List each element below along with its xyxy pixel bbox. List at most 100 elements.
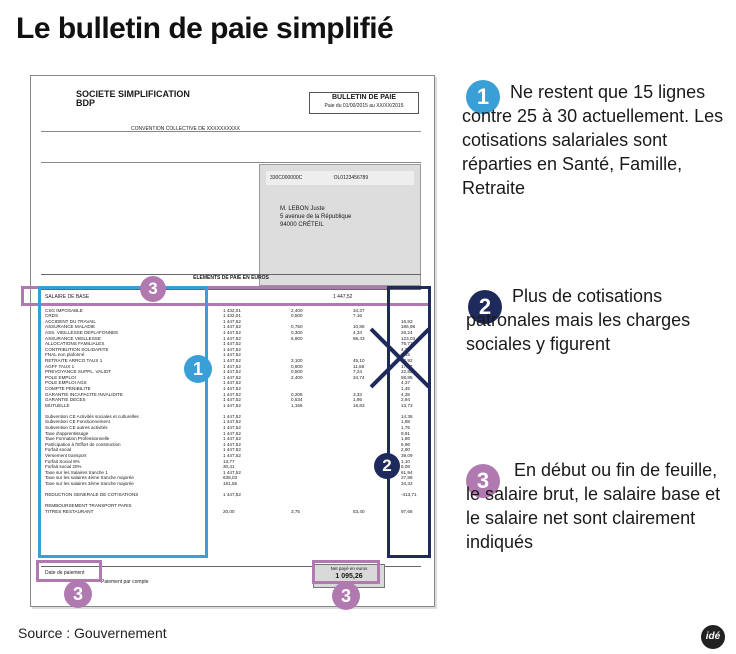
row-patronal: 6,96 xyxy=(401,441,410,447)
row-patronal: 22,85 xyxy=(401,369,413,375)
row-patronal: 14,36 xyxy=(401,413,413,419)
page-title: Le bulletin de paie simplifié xyxy=(16,12,394,45)
row-salarial: 45,10 xyxy=(353,357,365,363)
row-base: 1 447,52 xyxy=(223,346,241,352)
row-salarial: 7,24 xyxy=(353,369,362,375)
address-ref-bar: 330C000000C OL0123456789 xyxy=(266,171,414,185)
row-base: 1 447,52 xyxy=(223,335,241,341)
row-base: 1 447,52 xyxy=(223,430,241,436)
row-base: 13,77 xyxy=(223,458,235,464)
row-patronal: 16,93 xyxy=(401,318,413,324)
row-base: 1 447,52 xyxy=(223,397,241,403)
row-base: 1 447,52 xyxy=(223,385,241,391)
row-label: COMPTE PENIBILITE xyxy=(45,385,91,391)
row-label: POLE EMPLOI AGS xyxy=(45,380,87,386)
row-base: 1 432,01 xyxy=(223,307,241,313)
payslip-document: SOCIETE SIMPLIFICATION BDP BULLETIN DE P… xyxy=(30,75,435,607)
row-patronal: 2,90 xyxy=(401,447,410,453)
table-row: Participation à l'Effort de construction… xyxy=(43,442,419,448)
row-label: ASSURANCE VIEILLESSE xyxy=(45,335,101,341)
row-label: TITRES RESTAURANT xyxy=(45,508,94,514)
row-label: ASSURANCE MALADIE xyxy=(45,324,96,330)
row-taux: 3,75 xyxy=(291,508,300,514)
row-label: GARANTIE INCAPACITE INVALIDITE xyxy=(45,391,123,397)
row-label: FNAL non plafonné xyxy=(45,352,85,358)
row-label: Versement transport xyxy=(45,453,87,459)
row-base: 1 432,01 xyxy=(223,313,241,319)
row-salarial: 98,43 xyxy=(353,335,365,341)
row-taux: 2,400 xyxy=(291,307,303,313)
note-1-badge: 1 xyxy=(466,80,500,114)
row-base: 1 447,52 xyxy=(223,453,241,459)
row-patronal: 34,32 xyxy=(401,481,413,486)
highlight-net-pay xyxy=(312,560,380,584)
row-patronal: 4,37 xyxy=(401,380,410,386)
row-base: 1 447,52 xyxy=(223,436,241,442)
note-3-text: En début ou fin de feuille, le salaire b… xyxy=(466,460,721,552)
row-patronal: 1,86 xyxy=(401,436,410,442)
row-base: 638,03 xyxy=(223,475,238,481)
publisher-logo: idé xyxy=(701,625,725,649)
row-patronal: 62,92 xyxy=(401,357,413,363)
net-pay-value: 1 095,26 xyxy=(335,573,363,580)
row-patronal: 61,94 xyxy=(401,469,413,475)
row-patronal: 39,09 xyxy=(401,453,413,459)
row-salarial: 11,58 xyxy=(353,363,365,369)
badge-2-doc: 2 xyxy=(374,453,400,479)
row-base: 1 447,52 xyxy=(223,341,241,347)
row-label: REDUCTION GENERALE DE COTISATIONS xyxy=(45,492,139,498)
row-taux: 6,800 xyxy=(291,335,303,341)
salaire-base-value: 1 447,52 xyxy=(333,294,353,300)
employee-info-grid xyxy=(41,131,421,163)
row-taux: 0,534 xyxy=(291,397,303,403)
highlight-patronales xyxy=(387,286,431,558)
highlight-salariales xyxy=(38,286,208,558)
row-taux: 0,500 xyxy=(291,369,303,375)
row-label: GARANTIE DECES xyxy=(45,397,86,403)
source-credit: Source : Gouvernement xyxy=(18,625,167,641)
row-base: 1 447,52 xyxy=(223,380,241,386)
row-taux: 3,100 xyxy=(291,357,303,363)
highlight-date-paiement xyxy=(36,560,102,582)
row-salarial: 4,34 xyxy=(353,329,362,335)
row-label: MUTUELLE xyxy=(45,402,70,408)
row-taux: 0,800 xyxy=(291,363,303,369)
row-label: AGFF TAUX 1 xyxy=(45,363,75,369)
table-row: Subvention CE Activités sociales et cult… xyxy=(43,414,419,420)
row-base: 1 447,52 xyxy=(223,492,241,498)
row-salarial: 3,33 xyxy=(353,391,362,397)
table-row: REDUCTION GENERALE DE COTISATIONS 1 447,5… xyxy=(43,492,419,498)
row-patronal: 1,75 xyxy=(401,425,410,431)
company-name: SOCIETE SIMPLIFICATION BDP xyxy=(76,89,190,108)
row-label: RETRAITE ARRCO TAUX 1 xyxy=(45,357,103,363)
row-salarial: 34,37 xyxy=(353,307,365,313)
salaire-base-row: SALAIRE DE BASE 1 447,52 xyxy=(43,292,419,302)
badge-1-doc: 1 xyxy=(184,355,212,383)
row-base: 1 447,52 xyxy=(223,419,241,425)
table-row: POLE EMPLOI AGS 1 447,52 4,37 xyxy=(43,380,419,386)
note-2-text: Plus de cotisations patronales mais les … xyxy=(466,286,691,354)
elements-table-header: ELEMENTS DE PAIE EN EUROS xyxy=(41,274,421,290)
address-id: 330C000000C xyxy=(270,175,303,181)
row-salarial: 16,83 xyxy=(353,402,365,408)
badge-3-bottom-right: 3 xyxy=(332,582,360,610)
row-patronal: 26,24 xyxy=(401,329,413,335)
bulletin-title: BULLETIN DE PAIE xyxy=(331,94,397,101)
row-patronal: 13,73 xyxy=(401,402,413,408)
row-base: 30,41 xyxy=(223,464,235,470)
row-base: 1 447,52 xyxy=(223,324,241,330)
row-base: 1 447,52 xyxy=(223,352,241,358)
row-base: 1 447,52 xyxy=(223,469,241,475)
